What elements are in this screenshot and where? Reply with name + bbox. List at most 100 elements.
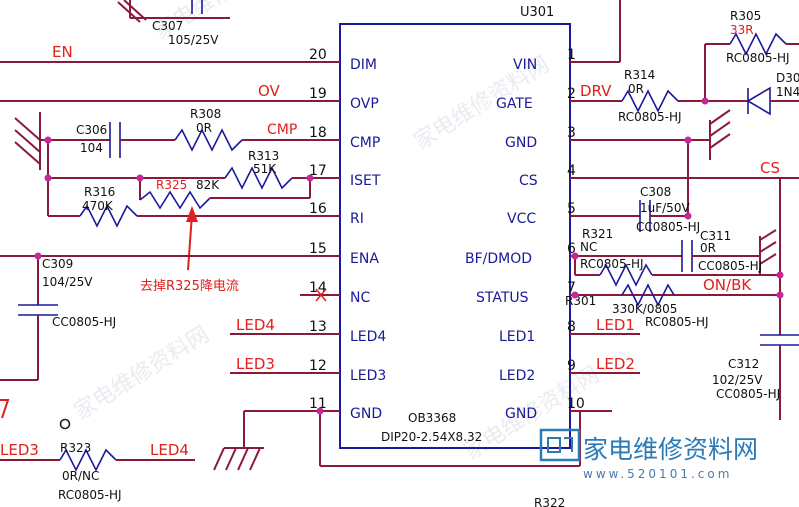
gnd-symbol-pin3 bbox=[688, 109, 731, 160]
pin-6-name: BF/DMOD bbox=[465, 251, 532, 267]
gnd-symbol-c311 bbox=[759, 229, 777, 276]
watermark-brand: 家电维修资料网 bbox=[583, 435, 758, 464]
c312-capacitor bbox=[760, 334, 799, 346]
r321-ref: R321 bbox=[582, 227, 613, 241]
c308-pkg: CC0805-HJ bbox=[636, 220, 700, 234]
c306-capacitor bbox=[109, 122, 121, 158]
pin-1-name: VIN bbox=[513, 57, 537, 73]
pin-13-num: 13 bbox=[309, 319, 327, 335]
watermark-text-3: 家电维修资料网 bbox=[70, 322, 214, 425]
r305-value: 33R bbox=[730, 23, 754, 37]
nc-marker bbox=[315, 288, 327, 302]
c312-ref: C312 bbox=[728, 357, 759, 371]
r314-pkg: RC0805-HJ bbox=[618, 110, 682, 124]
net-led4-bottom: LED4 bbox=[150, 441, 189, 459]
pin-16-num: 16 bbox=[309, 201, 327, 217]
pin-19-name: OVP bbox=[350, 96, 379, 112]
pin-2-name: GATE bbox=[496, 96, 533, 112]
pin-7-name: STATUS bbox=[476, 290, 529, 306]
r321-value: NC bbox=[580, 240, 597, 254]
pin-3-num: 3 bbox=[567, 125, 576, 141]
r314-value: 0R bbox=[628, 82, 644, 96]
r325-ref: R325 bbox=[156, 178, 187, 192]
c309-capacitor bbox=[18, 304, 58, 316]
watermark-site: www.520101.com bbox=[583, 467, 732, 481]
r308-ref: R308 bbox=[190, 107, 221, 121]
c308-value: 1uF/50V bbox=[640, 201, 690, 215]
c309-pkg: CC0805-HJ bbox=[52, 315, 116, 329]
pin-17-name: ISET bbox=[350, 173, 381, 189]
gnd-symbol-cmp bbox=[14, 112, 41, 170]
ic-part: OB3368 bbox=[408, 411, 456, 425]
gnd-symbol-pin11 bbox=[213, 447, 264, 471]
ic-package: DIP20-2.54X8.32 bbox=[381, 430, 482, 444]
r321-pkg: RC0805-HJ bbox=[580, 257, 644, 271]
c309-value: 104/25V bbox=[42, 275, 93, 289]
pin-9-num: 9 bbox=[567, 358, 576, 374]
c306-value: 104 bbox=[80, 141, 103, 155]
net-drv-label: DRV bbox=[580, 82, 612, 100]
pin-4-name: CS bbox=[519, 173, 538, 189]
watermark-logo: 家电维修资料网 www.520101.com bbox=[539, 428, 758, 481]
r323-pkg: RC0805-HJ bbox=[58, 488, 122, 502]
pin-15-num: 15 bbox=[309, 241, 327, 257]
pin-12-name: LED3 bbox=[350, 368, 386, 384]
c307-capacitor bbox=[117, 0, 230, 23]
net-cmp-label: CMP bbox=[267, 122, 297, 138]
r321-resistor bbox=[599, 263, 653, 287]
pin-9-name: LED2 bbox=[499, 368, 535, 384]
r305-ref: R305 bbox=[730, 9, 761, 23]
net-led4-left: LED4 bbox=[236, 316, 275, 334]
pin-20-num: 20 bbox=[309, 47, 327, 63]
net-led3-left: LED3 bbox=[236, 355, 275, 373]
r301-ref: R301 bbox=[565, 294, 596, 308]
r301-pkg: RC0805-HJ bbox=[645, 315, 709, 329]
net-led2-right: LED2 bbox=[596, 355, 635, 373]
pin-16-name: RI bbox=[350, 211, 364, 227]
r301-value: 330K/0805 bbox=[612, 302, 677, 316]
pin-19-num: 19 bbox=[309, 86, 327, 102]
pin-11-num: 11 bbox=[309, 396, 327, 412]
net-en-label: EN bbox=[52, 43, 73, 61]
ic-ref: U301 bbox=[520, 5, 554, 20]
net-cs-label: CS bbox=[760, 159, 780, 177]
annotation-text: 去掉R325降电流 bbox=[140, 279, 239, 294]
pin-3-name: GND bbox=[505, 135, 537, 151]
c308-ref: C308 bbox=[640, 185, 671, 199]
r323-resistor bbox=[59, 448, 117, 472]
r316-ref: R316 bbox=[84, 185, 115, 199]
r323-value: 0R/NC bbox=[62, 469, 99, 483]
r322-ref: R322 bbox=[534, 496, 565, 507]
r316-resistor bbox=[79, 204, 138, 228]
pin-17-num: 17 bbox=[309, 163, 327, 179]
r316-value: 470K bbox=[82, 199, 114, 213]
pin-8-name: LED1 bbox=[499, 329, 535, 345]
r305-resistor bbox=[729, 32, 787, 56]
pin-8-num: 8 bbox=[567, 319, 576, 335]
d30-value: 1N4 bbox=[776, 85, 799, 99]
c311-capacitor bbox=[681, 240, 693, 272]
net-led1-right: LED1 bbox=[596, 316, 635, 334]
pin-20-name: DIM bbox=[350, 57, 377, 73]
pin-5-num: 5 bbox=[567, 201, 576, 217]
pin-14-num: 14 bbox=[309, 280, 327, 296]
d30-ref: D30 bbox=[776, 71, 799, 85]
pin-13-name: LED4 bbox=[350, 329, 386, 345]
pin-10-num: 10 bbox=[567, 396, 585, 412]
c312-pkg: CC0805-HJ bbox=[716, 387, 780, 401]
pin-15-name: ENA bbox=[350, 251, 379, 267]
pin-11-name: GND bbox=[350, 406, 382, 422]
r323-ref: R323 bbox=[60, 441, 91, 455]
c311-value: 0R bbox=[700, 241, 716, 255]
net-on-bk-label: ON/BK bbox=[703, 276, 752, 294]
c306-ref: C306 bbox=[76, 123, 107, 137]
r308-value: 0R bbox=[196, 121, 212, 135]
d30-diode bbox=[746, 86, 771, 116]
c311-pkg: CC0805-HJ bbox=[698, 259, 762, 273]
pin-7-num: 7 bbox=[567, 280, 576, 296]
test-point-icon bbox=[59, 418, 71, 430]
pin-14-name: NC bbox=[350, 290, 370, 306]
pin-1-num: 1 bbox=[567, 47, 576, 63]
pin-18-num: 18 bbox=[309, 125, 327, 141]
r325-resistor bbox=[139, 190, 211, 210]
